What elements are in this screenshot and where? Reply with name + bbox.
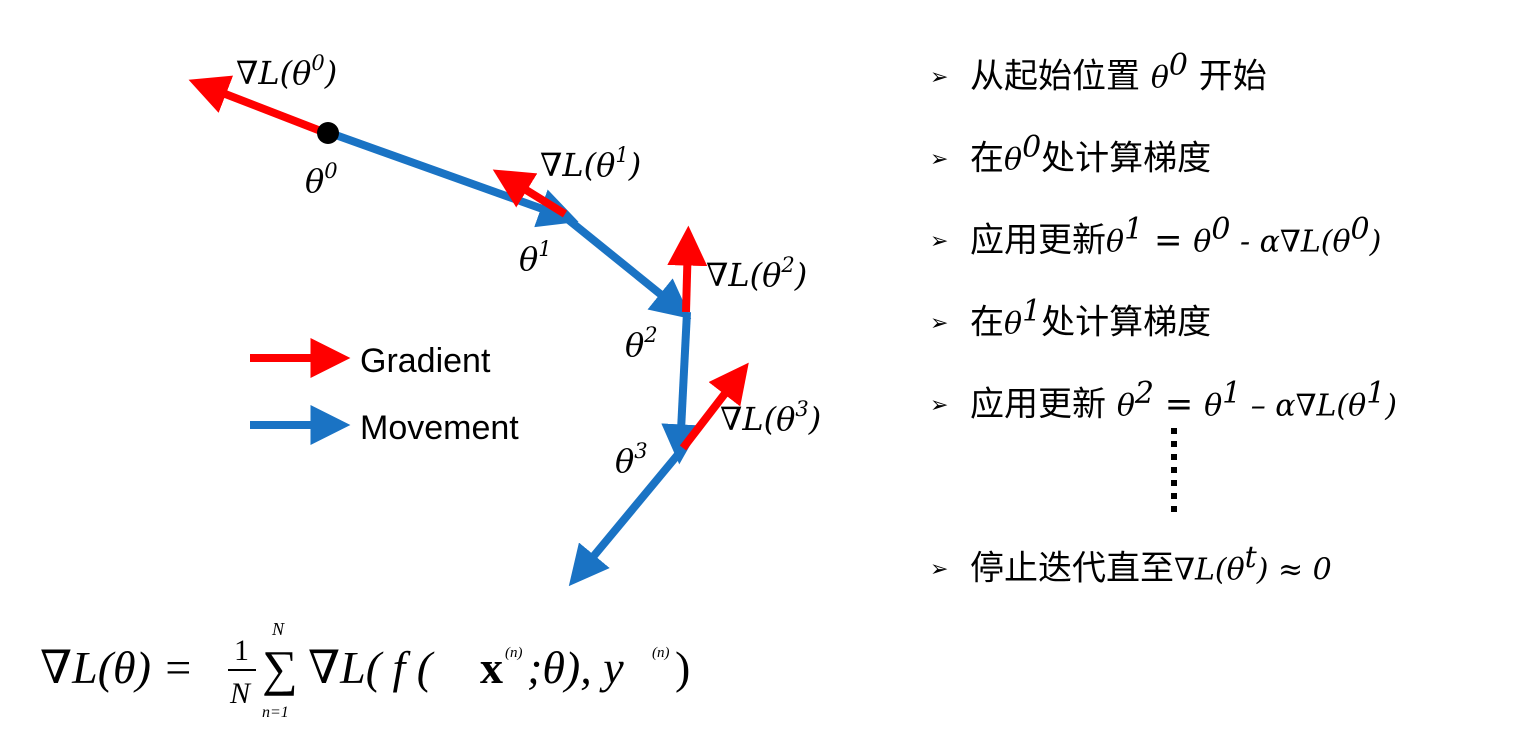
formula-sup-n-1: (n) <box>505 645 523 661</box>
step-1: ➢从起始位置 θ0 开始 <box>930 48 1267 97</box>
step-5: ➢应用更新 θ2 = θ1 – α∇L(θ1) <box>930 376 1398 425</box>
gradient-formula: ∇L(θ) = 1 N N ∑ n=1 ∇L( f ( x (n) ;θ), y… <box>40 619 690 721</box>
movement-arrow-3-4 <box>568 449 684 587</box>
bullet-triangle-icon: ➢ <box>930 65 949 91</box>
formula-end: ) <box>675 642 690 693</box>
start-point <box>317 122 339 144</box>
gradient-arrow-1 <box>492 169 568 218</box>
formula-body-a: ∇L( f ( <box>308 642 435 693</box>
bullet-triangle-icon: ➢ <box>930 557 949 583</box>
formula-frac-den: N <box>229 677 252 710</box>
formula-x: x <box>480 642 503 693</box>
formula-frac-num: 1 <box>234 634 249 667</box>
theta-label-2: θ2 <box>625 323 658 364</box>
grad-label-0: ∇L(θ0) <box>236 51 337 92</box>
gradient-arrow-0 <box>188 75 328 137</box>
legend: Gradient Movement <box>250 338 519 447</box>
theta-label-3: θ3 <box>615 439 648 480</box>
legend-movement-label: Movement <box>360 409 519 447</box>
ellipsis-vertical-dots <box>1171 428 1177 512</box>
legend-gradient-label: Gradient <box>360 342 491 380</box>
bullet-triangle-icon: ➢ <box>930 229 949 255</box>
formula-sum-bottom: n=1 <box>262 704 289 721</box>
grad-label-1: ∇L(θ1) <box>540 143 641 184</box>
formula-sup-n-2: (n) <box>652 645 670 661</box>
theta-label-1: θ1 <box>519 237 552 278</box>
step-3: ➢应用更新θ1 = θ0 - α∇L(θ0) <box>930 212 1382 261</box>
bullet-triangle-icon: ➢ <box>930 311 949 337</box>
grad-label-3: ∇L(θ3) <box>720 397 821 438</box>
formula-sum-top: N <box>271 619 285 639</box>
bullet-triangle-icon: ➢ <box>930 393 949 419</box>
bullet-triangle-icon: ➢ <box>930 147 949 173</box>
formula-lhs: ∇L(θ) = <box>40 642 193 693</box>
formula-sum-symbol: ∑ <box>262 640 298 696</box>
gradient-arrow-3 <box>679 362 749 451</box>
gradient-arrow-2 <box>667 225 708 313</box>
movement-arrow-0-1 <box>328 129 579 228</box>
step-6: ➢停止迭代直至∇L(θt) ≈ 0 <box>930 540 1332 589</box>
grad-label-2: ∇L(θ2) <box>706 253 807 294</box>
step-2: ➢在θ0处计算梯度 <box>930 130 1212 179</box>
step-4: ➢在θ1处计算梯度 <box>930 294 1212 343</box>
movement-arrow-1-2 <box>562 213 692 320</box>
formula-body-b: ;θ), y <box>527 642 624 693</box>
movement-arrow-2-3 <box>661 311 702 465</box>
theta-label-0: θ0 <box>305 159 338 200</box>
